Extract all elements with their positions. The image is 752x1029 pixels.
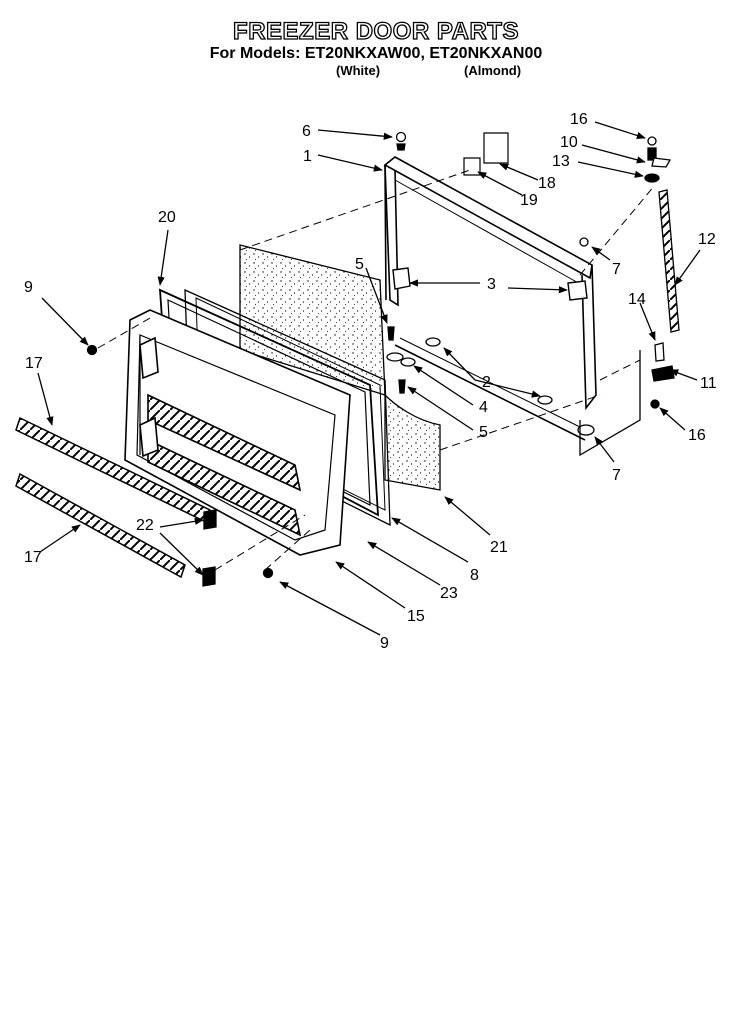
callout-20: 20 xyxy=(158,209,176,226)
callout-3: 3 xyxy=(487,276,496,293)
callout-7-top: 7 xyxy=(612,261,621,278)
callout-15: 15 xyxy=(407,608,425,625)
callout-8: 8 xyxy=(470,567,479,584)
callout-14: 14 xyxy=(628,291,646,308)
models-line: For Models: ET20NKXAW00, ET20NKXAN00 xyxy=(209,45,543,62)
callout-22: 22 xyxy=(136,517,154,534)
callout-2: 2 xyxy=(482,374,491,391)
callout-23: 23 xyxy=(440,585,458,602)
callout-9-left: 9 xyxy=(24,279,33,296)
assembly-guide-lines xyxy=(97,169,656,571)
callout-13: 13 xyxy=(552,153,570,170)
hardware-parts xyxy=(86,131,675,579)
callout-5-top: 5 xyxy=(355,256,364,273)
hinge-bar-part-12 xyxy=(658,189,680,333)
callout-4: 4 xyxy=(479,399,488,416)
callout-1: 1 xyxy=(303,148,312,165)
callout-16-bottom: 16 xyxy=(688,427,706,444)
callout-7-bottom: 7 xyxy=(612,467,621,484)
callout-5-bottom: 5 xyxy=(479,424,488,441)
callout-17-top: 17 xyxy=(25,355,43,372)
callout-11: 11 xyxy=(700,375,717,392)
inner-liner-part-15 xyxy=(124,309,351,556)
callout-16-top: 16 xyxy=(570,111,588,128)
shelf-end-cap-part-22 xyxy=(202,509,217,587)
label-plates-parts-18-19 xyxy=(463,132,509,176)
callout-9-bottom: 9 xyxy=(380,635,389,652)
callout-12: 12 xyxy=(698,231,716,248)
door-frame-part-1 xyxy=(383,156,597,441)
callout-17-bottom: 17 xyxy=(24,549,42,566)
variant-white-label: (White) xyxy=(336,63,381,78)
callout-18: 18 xyxy=(538,175,556,192)
variant-almond-label: (Almond) xyxy=(464,63,522,78)
callout-numbers: 16 10 13 6 1 18 19 20 12 7 5 3 9 14 17 2… xyxy=(24,111,717,652)
callout-19: 19 xyxy=(520,192,538,209)
callout-21: 21 xyxy=(490,539,508,556)
leader-lines xyxy=(37,121,701,636)
hinge-bracket-outline xyxy=(579,350,641,457)
page-title: FREEZER DOOR PARTS xyxy=(232,17,519,45)
callout-10: 10 xyxy=(560,134,578,151)
callout-6: 6 xyxy=(302,123,311,140)
